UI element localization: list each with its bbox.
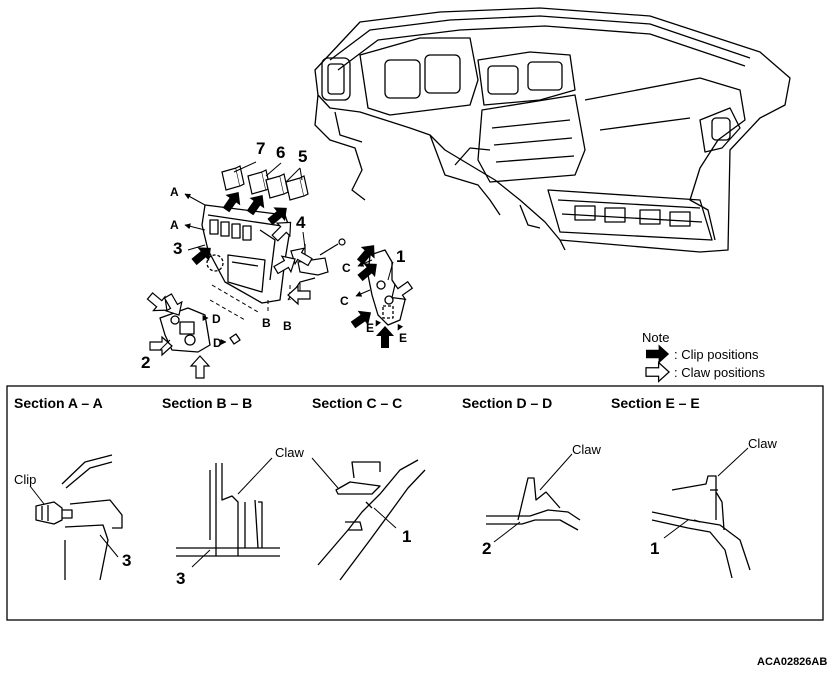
callout-4: 4 [296, 213, 306, 232]
panel-2 [159, 307, 241, 353]
section-frame [6, 385, 824, 621]
section-aa-clip-label: Clip [14, 472, 37, 487]
view-letter-a-upper: A [170, 185, 179, 199]
callout-1: 1 [396, 247, 406, 266]
callout-2: 2 [141, 353, 151, 372]
section-ee-drawing [651, 475, 751, 579]
view-letter-d-upper: D [212, 312, 221, 326]
section-cc-drawing [317, 459, 426, 581]
section-cc-title: Section C – C [312, 395, 403, 411]
section-dd-claw-label: Claw [572, 442, 601, 457]
note-clip-positions: : Clip positions [674, 347, 759, 362]
callout-7: 7 [256, 139, 266, 158]
switches [221, 165, 309, 201]
section-dd-part: 2 [482, 539, 492, 558]
callout-6: 6 [276, 143, 286, 162]
claw-arrows [143, 215, 416, 379]
section-ee-part: 1 [650, 539, 660, 558]
figure-code: ACA02826AB [757, 656, 828, 668]
section-bb-drawing [176, 463, 280, 557]
instrument-panel [314, 7, 791, 253]
view-letter-c-lower: C [340, 294, 349, 308]
view-letter-d-lower: D [213, 336, 222, 350]
view-letter-b-right: B [283, 319, 292, 333]
section-dd-title: Section D – D [462, 395, 553, 411]
section-aa-drawing [35, 454, 123, 581]
section-aa-title: Section A – A [14, 395, 103, 411]
section-ee-title: Section E – E [611, 395, 700, 411]
section-bb-title: Section B – B [162, 395, 253, 411]
solid-arrow-icon [646, 344, 670, 364]
view-letter-e-right: E [399, 331, 408, 345]
section-bb-claw-label: Claw [275, 445, 304, 460]
section-aa-part: 3 [122, 551, 132, 570]
hollow-arrow-icon [645, 361, 670, 383]
section-bb-part: 3 [176, 569, 186, 588]
side-panel-1 [367, 249, 406, 326]
view-letter-c-upper: C [342, 261, 351, 275]
note-title: Note [642, 330, 670, 345]
view-letter-b-left: B [262, 316, 271, 330]
callout-3: 3 [173, 239, 183, 258]
view-letter-e-left: E [366, 321, 375, 335]
section-dd-drawing [486, 477, 581, 531]
section-ee-claw-label: Claw [748, 436, 777, 451]
note-claw-positions: : Claw positions [674, 365, 766, 380]
callout-5: 5 [298, 147, 308, 166]
view-letter-a-lower: A [170, 218, 179, 232]
section-cc-part: 1 [402, 527, 412, 546]
